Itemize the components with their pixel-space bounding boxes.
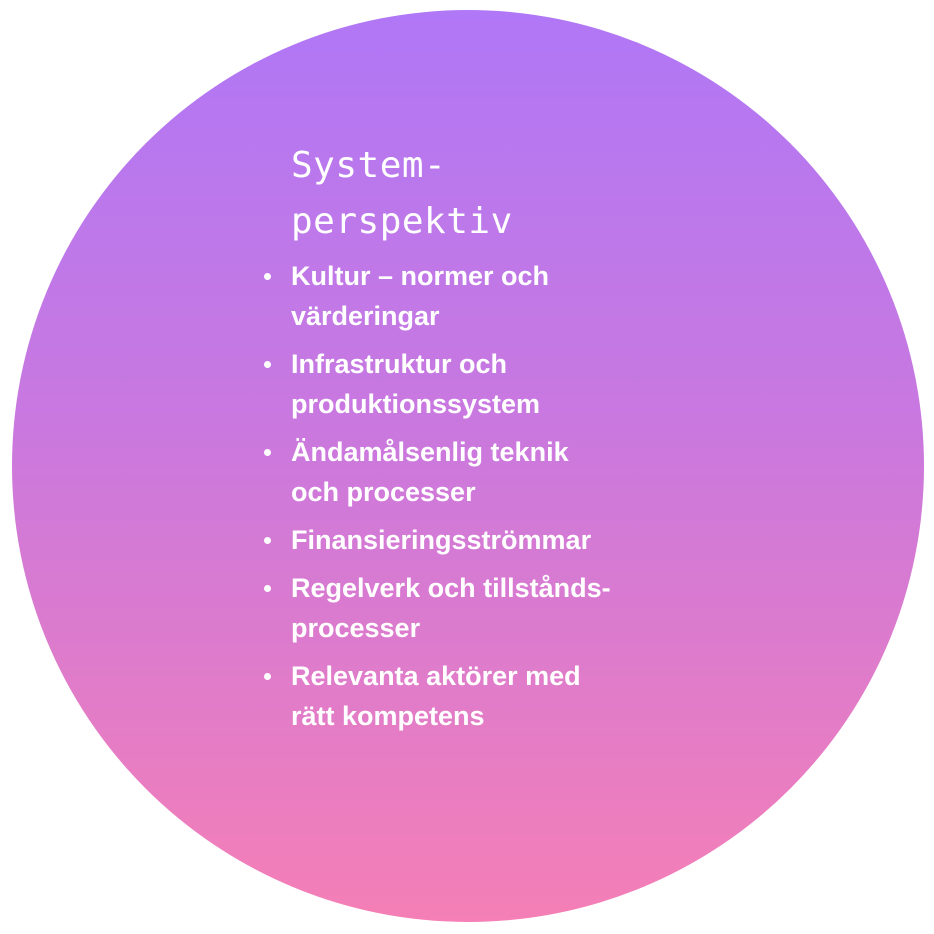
bullet-line: Kultur – normer och — [291, 261, 550, 291]
bullet-dot-icon — [264, 273, 271, 280]
bullet-line: rätt kompetens — [291, 701, 485, 731]
bullet-line: processer — [291, 613, 421, 643]
bullet-line: värderingar — [291, 301, 440, 331]
bullet-dot-icon — [264, 449, 271, 456]
bullet-item-technology: Ändamålsenlig teknik och processer — [264, 432, 664, 512]
title-line: System- — [291, 145, 447, 186]
bullet-line: Regelverk och tillstånds- — [291, 573, 611, 603]
bullet-list: Kultur – normer och värderingar Infrastr… — [264, 256, 664, 744]
bullet-line: Finansieringsströmmar — [291, 525, 592, 555]
bullet-dot-icon — [264, 585, 271, 592]
bullet-dot-icon — [264, 361, 271, 368]
bullet-dot-icon — [264, 673, 271, 680]
system-perspective-circle — [12, 10, 924, 922]
circle-title: System- perspektiv — [291, 138, 711, 250]
title-line: perspektiv — [291, 201, 513, 242]
bullet-item-regulations: Regelverk och tillstånds- processer — [264, 568, 664, 648]
bullet-line: Ändamålsenlig teknik — [291, 437, 569, 467]
bullet-item-financing: Finansieringsströmmar — [264, 520, 664, 560]
bullet-line: och processer — [291, 477, 476, 507]
bullet-item-infrastructure: Infrastruktur och produktionssystem — [264, 344, 664, 424]
bullet-item-actors: Relevanta aktörer med rätt kompetens — [264, 656, 664, 736]
bullet-line: produktionssystem — [291, 389, 541, 419]
bullet-line: Infrastruktur och — [291, 349, 508, 379]
bullet-item-culture: Kultur – normer och värderingar — [264, 256, 664, 336]
bullet-line: Relevanta aktörer med — [291, 661, 581, 691]
bullet-dot-icon — [264, 537, 271, 544]
